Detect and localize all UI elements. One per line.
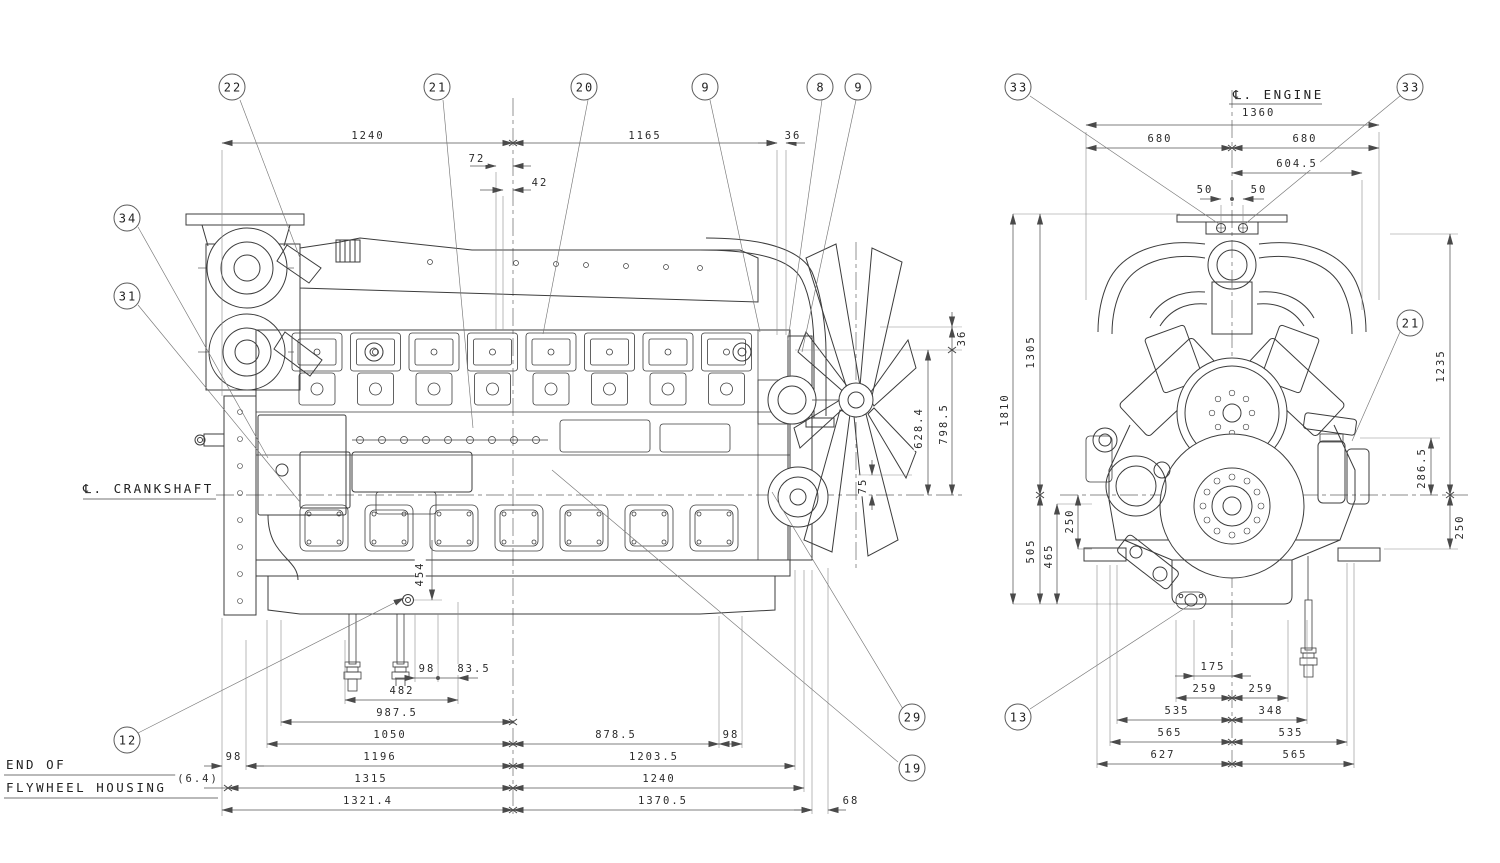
dim-side-36: 36 (782, 130, 804, 142)
dim-side-1321-4: 1321.4 (341, 795, 395, 807)
dim-side-98a: 98 (416, 663, 438, 675)
balloon-33-left: 33 (1004, 73, 1032, 101)
balloon-31: 31 (113, 282, 141, 310)
balloon-9b-label: 9 (854, 80, 864, 94)
balloon-33-right: 33 (1396, 73, 1424, 101)
balloon-33-right-label: 33 (1401, 80, 1421, 94)
dim-side-878-5: 878.5 (593, 729, 639, 741)
dim-front-286-5: 286.5 (1415, 445, 1428, 491)
dim-front-50l: 50 (1194, 184, 1216, 196)
dim-front-535l: 535 (1162, 705, 1192, 717)
balloon-29: 29 (898, 703, 926, 731)
dim-front-627: 627 (1148, 749, 1178, 761)
dim-front-535r: 535 (1276, 727, 1306, 739)
balloon-20-label: 20 (575, 80, 595, 94)
dim-side-628-4: 628.4 (912, 405, 925, 451)
dim-side-83-5: 83.5 (455, 663, 493, 675)
dimension-lines (4, 103, 1455, 814)
dim-front-175: 175 (1198, 661, 1228, 673)
balloon-34-label: 34 (118, 211, 138, 225)
dim-front-680l: 680 (1145, 133, 1175, 145)
balloon-20: 20 (570, 73, 598, 101)
dim-front-1235: 1235 (1434, 347, 1447, 385)
balloon-21-right: 21 (1396, 309, 1424, 337)
dim-side-1315: 1315 (352, 773, 390, 785)
dim-side-482: 482 (387, 685, 417, 697)
dim-side-68: 68 (840, 795, 862, 807)
dim-front-505: 505 (1024, 536, 1037, 566)
balloon-34: 34 (113, 204, 141, 232)
balloon-21-top: 21 (423, 73, 451, 101)
side-view-engine (185, 213, 835, 692)
dim-front-565r: 565 (1280, 749, 1310, 761)
dim-side-75: 75 (856, 475, 869, 497)
dim-front-1305: 1305 (1024, 333, 1037, 371)
dim-front-250-right: 250 (1453, 512, 1466, 542)
dim-front-1360: 1360 (1240, 107, 1278, 119)
dim-front-259l: 259 (1190, 683, 1220, 695)
balloon-31-label: 31 (118, 289, 138, 303)
balloon-13: 13 (1004, 703, 1032, 731)
dim-front-50r: 50 (1248, 184, 1270, 196)
extension-lines (221, 132, 1458, 816)
balloon-22: 22 (218, 73, 246, 101)
dim-side-1196: 1196 (361, 751, 399, 763)
end-of-flywheel-label-line1: END OF (6, 757, 67, 772)
engine-centerline-label: ℄. ENGINE (1233, 87, 1324, 102)
balloon-8-label: 8 (816, 80, 826, 94)
dim-side-1240b: 1240 (640, 773, 678, 785)
dim-front-250-left: 250 (1063, 506, 1076, 536)
dim-front-465: 465 (1042, 541, 1055, 571)
dim-side-1370-5: 1370.5 (636, 795, 690, 807)
balloon-13-label: 13 (1009, 710, 1029, 724)
crankshaft-centerline-label: ℄. CRANKSHAFT (83, 481, 214, 496)
balloon-9a: 9 (691, 73, 719, 101)
dim-side-42: 42 (529, 177, 551, 189)
dim-side-1240: 1240 (349, 130, 387, 142)
dim-side-72: 72 (466, 153, 488, 165)
balloon-29-label: 29 (903, 710, 923, 724)
cooling-fan (793, 243, 917, 557)
balloon-12: 12 (113, 726, 141, 754)
dim-front-348: 348 (1256, 705, 1286, 717)
dim-side-36v: 36 (955, 327, 968, 349)
end-of-flywheel-label-line2: FLYWHEEL HOUSING (6, 780, 167, 795)
balloon-19-label: 19 (903, 761, 923, 775)
dim-side-98b: 98 (720, 729, 742, 741)
balloon-8: 8 (806, 73, 834, 101)
dim-front-1810: 1810 (998, 391, 1011, 429)
dim-side-1050: 1050 (371, 729, 409, 741)
dim-side-1203-5: 1203.5 (627, 751, 681, 763)
balloon-21-right-label: 21 (1401, 316, 1421, 330)
dim-side-6-4: (6.4) (175, 773, 221, 785)
front-view-engine (1083, 214, 1381, 678)
dim-front-680r: 680 (1290, 133, 1320, 145)
dim-side-987-5: 987.5 (374, 707, 420, 719)
dim-side-98c: 98 (223, 751, 245, 763)
balloon-19: 19 (898, 754, 926, 782)
balloon-22-label: 22 (223, 80, 243, 94)
leader-lines (137, 95, 1401, 763)
dim-side-798-5: 798.5 (937, 401, 950, 447)
dim-side-454: 454 (413, 559, 426, 589)
balloon-33-left-label: 33 (1009, 80, 1029, 94)
balloon-9a-label: 9 (701, 80, 711, 94)
balloon-12-label: 12 (118, 733, 138, 747)
balloon-9b: 9 (844, 73, 872, 101)
dim-front-604-5: 604.5 (1274, 158, 1320, 170)
balloon-21-top-label: 21 (428, 80, 448, 94)
dim-front-259r: 259 (1246, 683, 1276, 695)
dim-front-565l: 565 (1155, 727, 1185, 739)
dim-side-1165: 1165 (626, 130, 664, 142)
